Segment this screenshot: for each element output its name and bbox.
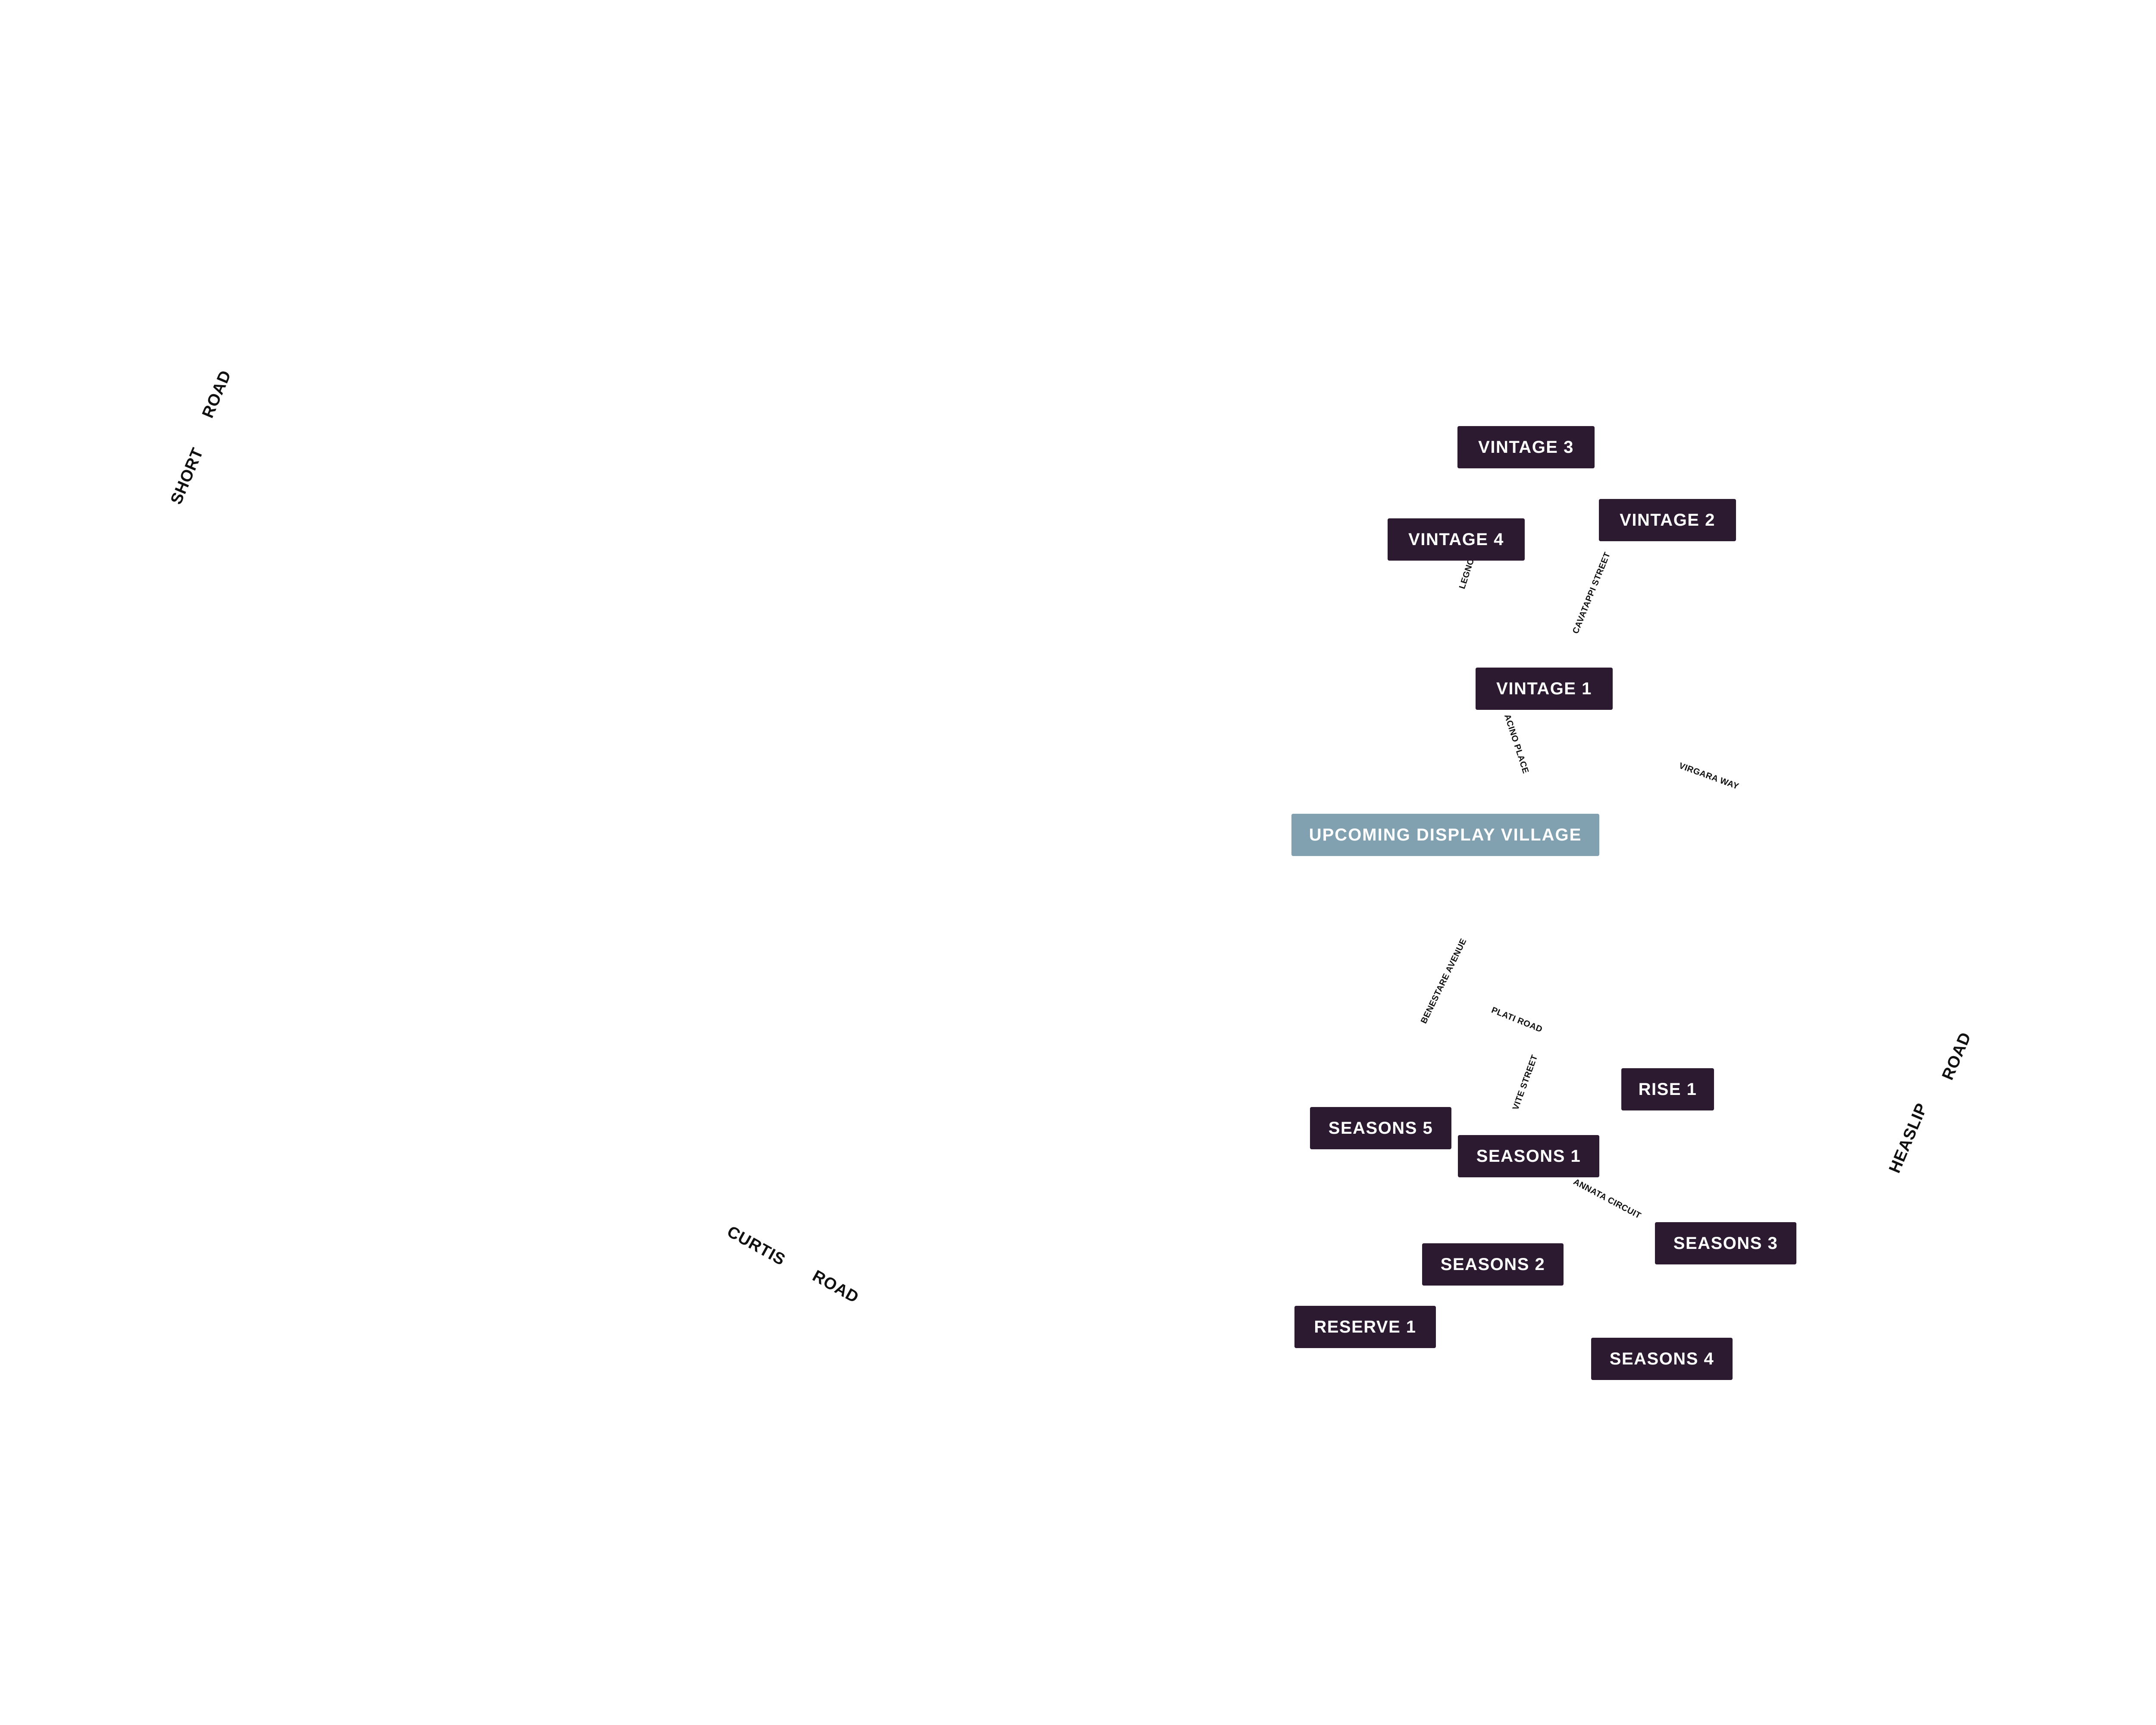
stage-seasons-1[interactable]: SEASONS 1 bbox=[1458, 1135, 1599, 1177]
vite-street-label: VITE STREET bbox=[1510, 1054, 1540, 1111]
stage-vintage-3[interactable]: VINTAGE 3 bbox=[1457, 426, 1595, 468]
stage-reserve-1[interactable]: RESERVE 1 bbox=[1294, 1306, 1436, 1348]
upcoming-display-village[interactable]: UPCOMING DISPLAY VILLAGE bbox=[1291, 814, 1599, 856]
benestare-avenue-label: BENESTARE AVENUE bbox=[1419, 937, 1469, 1026]
curtis-road-label-word-2: ROAD bbox=[809, 1267, 862, 1307]
acino-place-label: ACINO PLACE bbox=[1502, 713, 1531, 775]
short-road-label-word-2: ROAD bbox=[198, 367, 235, 421]
short-road-label-word-1: SHORT bbox=[167, 445, 207, 507]
stage-vintage-2[interactable]: VINTAGE 2 bbox=[1599, 499, 1736, 541]
curtis-road-label-word-1: CURTIS bbox=[724, 1222, 789, 1270]
stage-vintage-4[interactable]: VINTAGE 4 bbox=[1388, 518, 1525, 561]
stage-vintage-1[interactable]: VINTAGE 1 bbox=[1476, 668, 1613, 710]
heaslip-road-label-word-2: ROAD bbox=[1938, 1029, 1975, 1083]
virgara-way-label: VIRGARA WAY bbox=[1677, 761, 1740, 792]
heaslip-road-label-word-1: HEASLIP bbox=[1885, 1100, 1931, 1176]
stage-seasons-4[interactable]: SEASONS 4 bbox=[1591, 1338, 1733, 1380]
cavatappi-street-label: CAVATAPPI STREET bbox=[1570, 551, 1613, 635]
stage-seasons-2[interactable]: SEASONS 2 bbox=[1422, 1243, 1564, 1286]
stage-seasons-3[interactable]: SEASONS 3 bbox=[1655, 1222, 1796, 1264]
stage-seasons-5[interactable]: SEASONS 5 bbox=[1310, 1107, 1451, 1149]
annata-circuit-label: ANNATA CIRCUIT bbox=[1572, 1177, 1643, 1221]
legno-street-label: LEGNO bbox=[1457, 557, 1476, 590]
stage-rise-1[interactable]: RISE 1 bbox=[1621, 1068, 1714, 1110]
plati-road-label: PLATI ROAD bbox=[1490, 1005, 1544, 1035]
